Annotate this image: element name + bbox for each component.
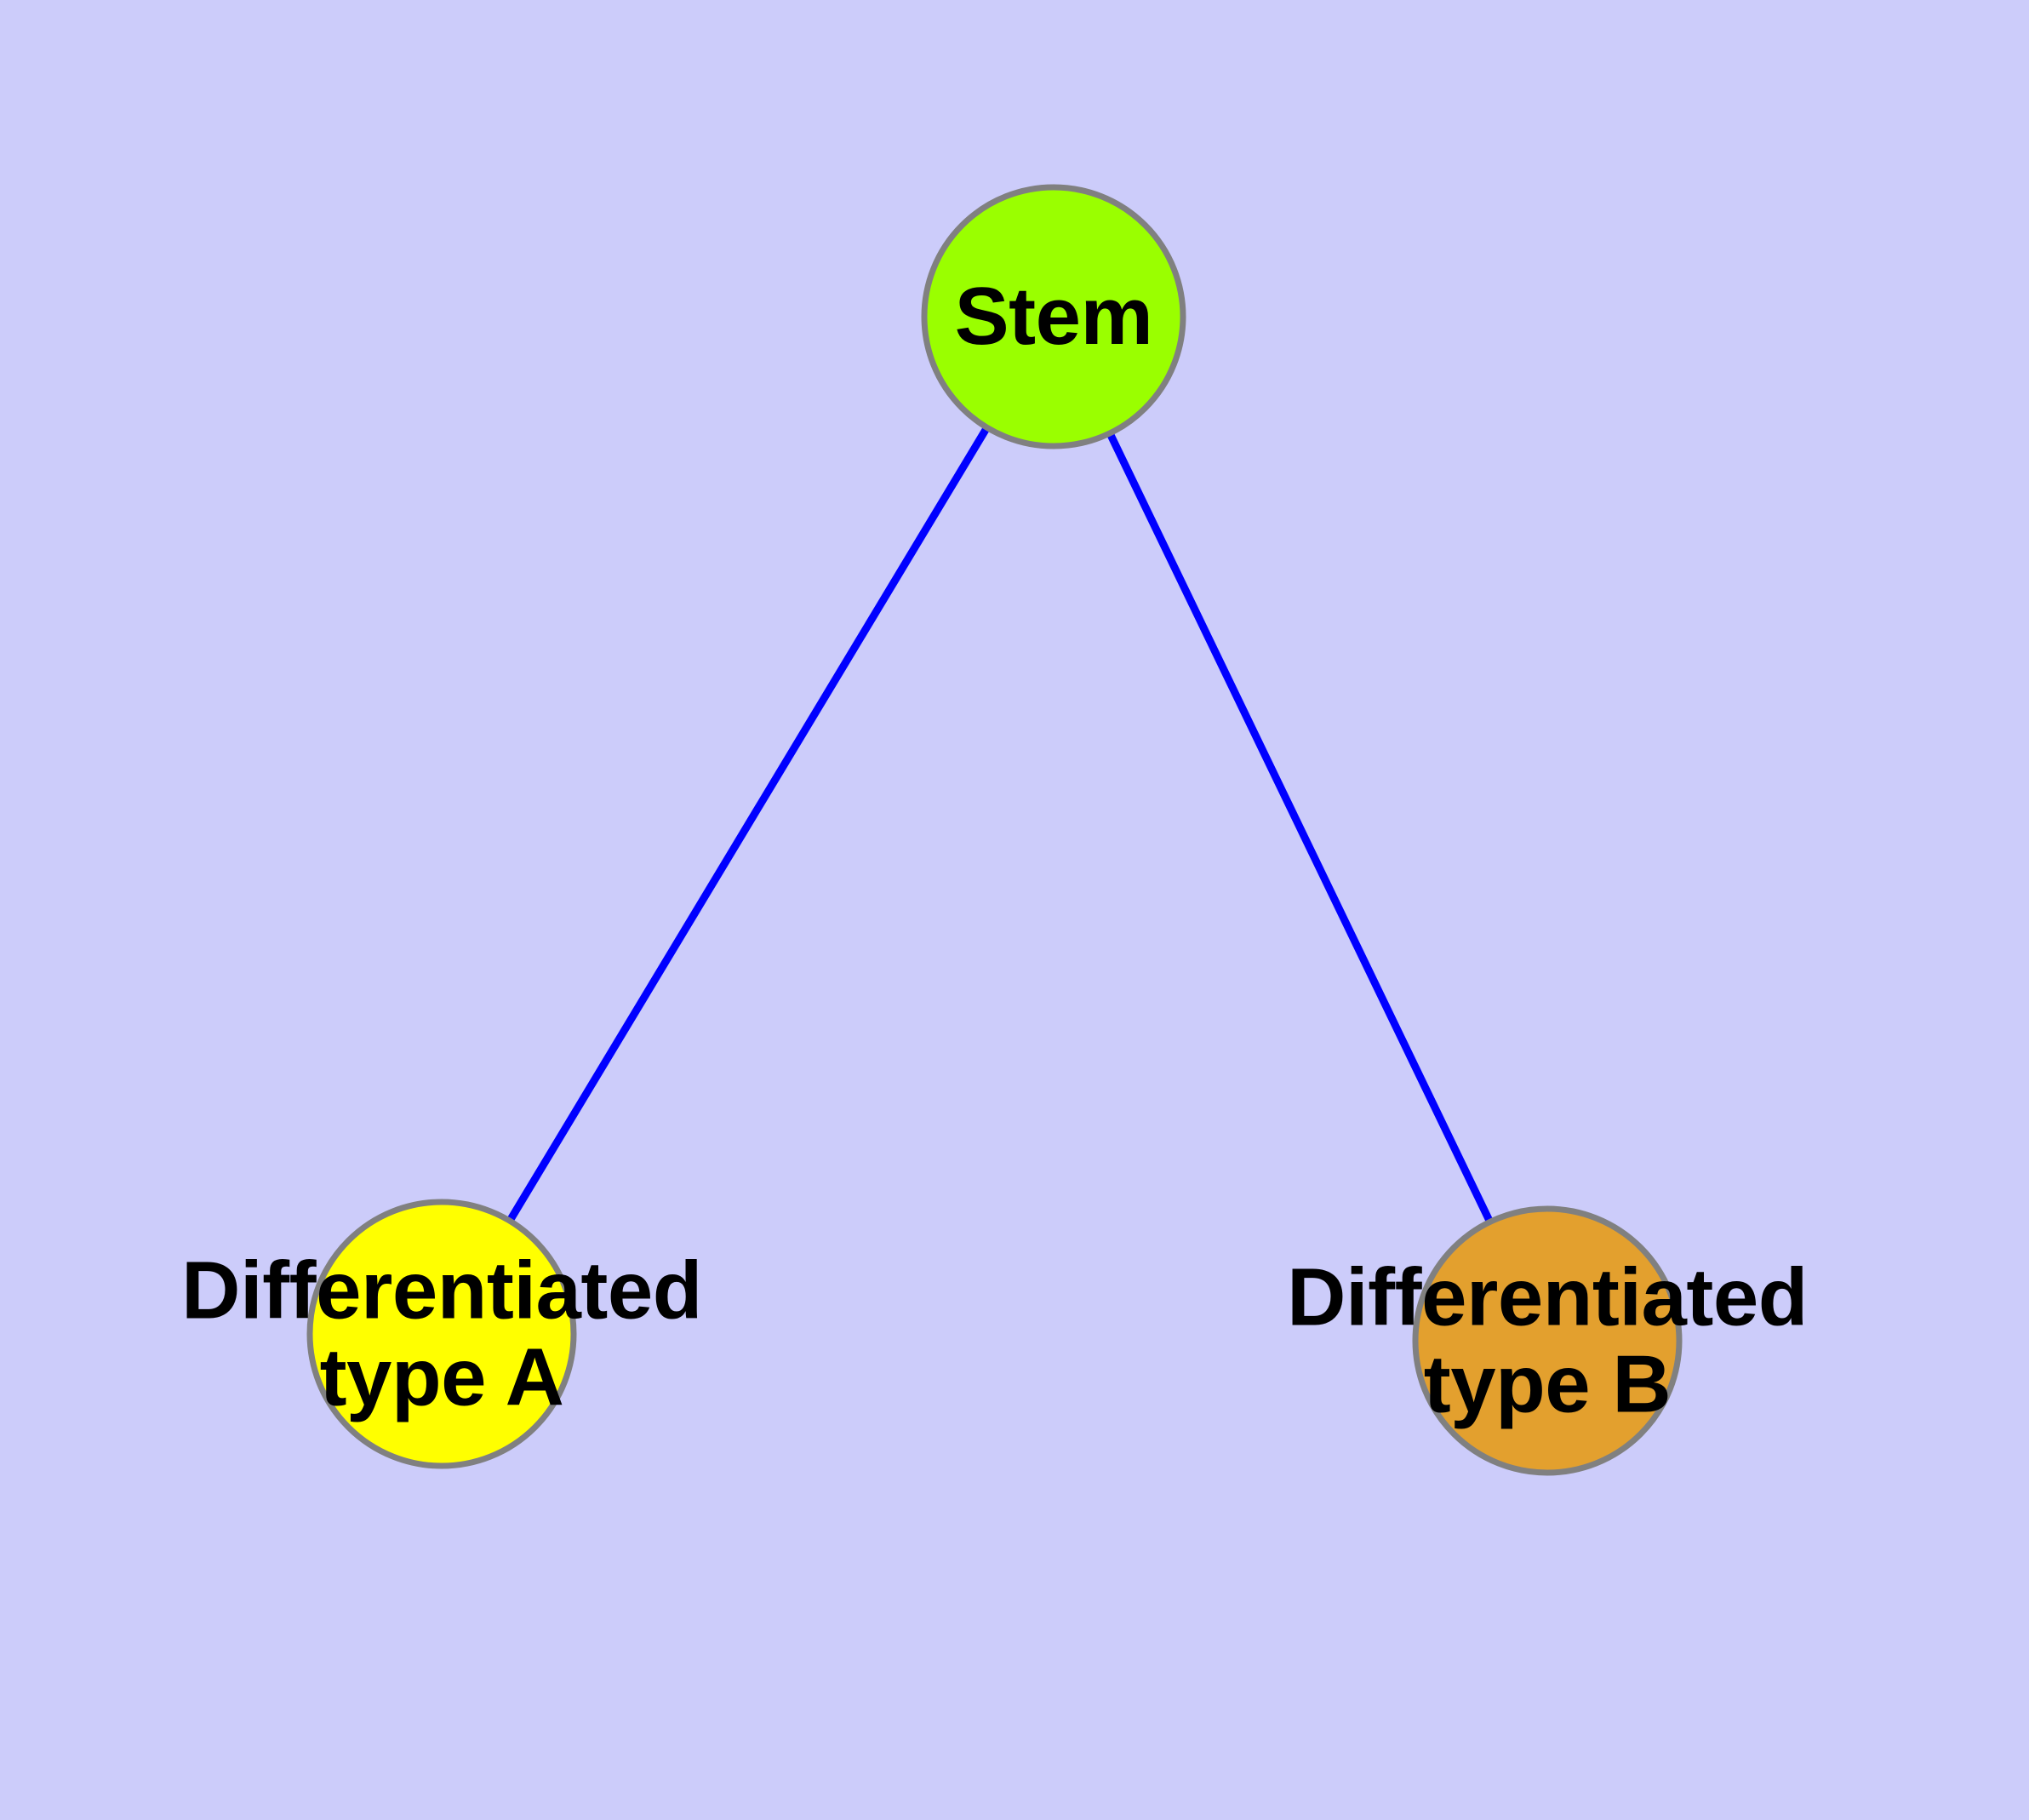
graph-edge-stem-to-diff-b[interactable] [1049,315,1552,1342]
edge-layer [438,314,1552,1342]
graph-node-stem[interactable] [921,184,1186,449]
graph-edge-stem-to-diff-a[interactable] [438,314,1057,1336]
node-layer [306,184,1683,1476]
graph-node-diff-a[interactable] [306,1199,577,1469]
graph-node-diff-b[interactable] [1412,1205,1683,1476]
